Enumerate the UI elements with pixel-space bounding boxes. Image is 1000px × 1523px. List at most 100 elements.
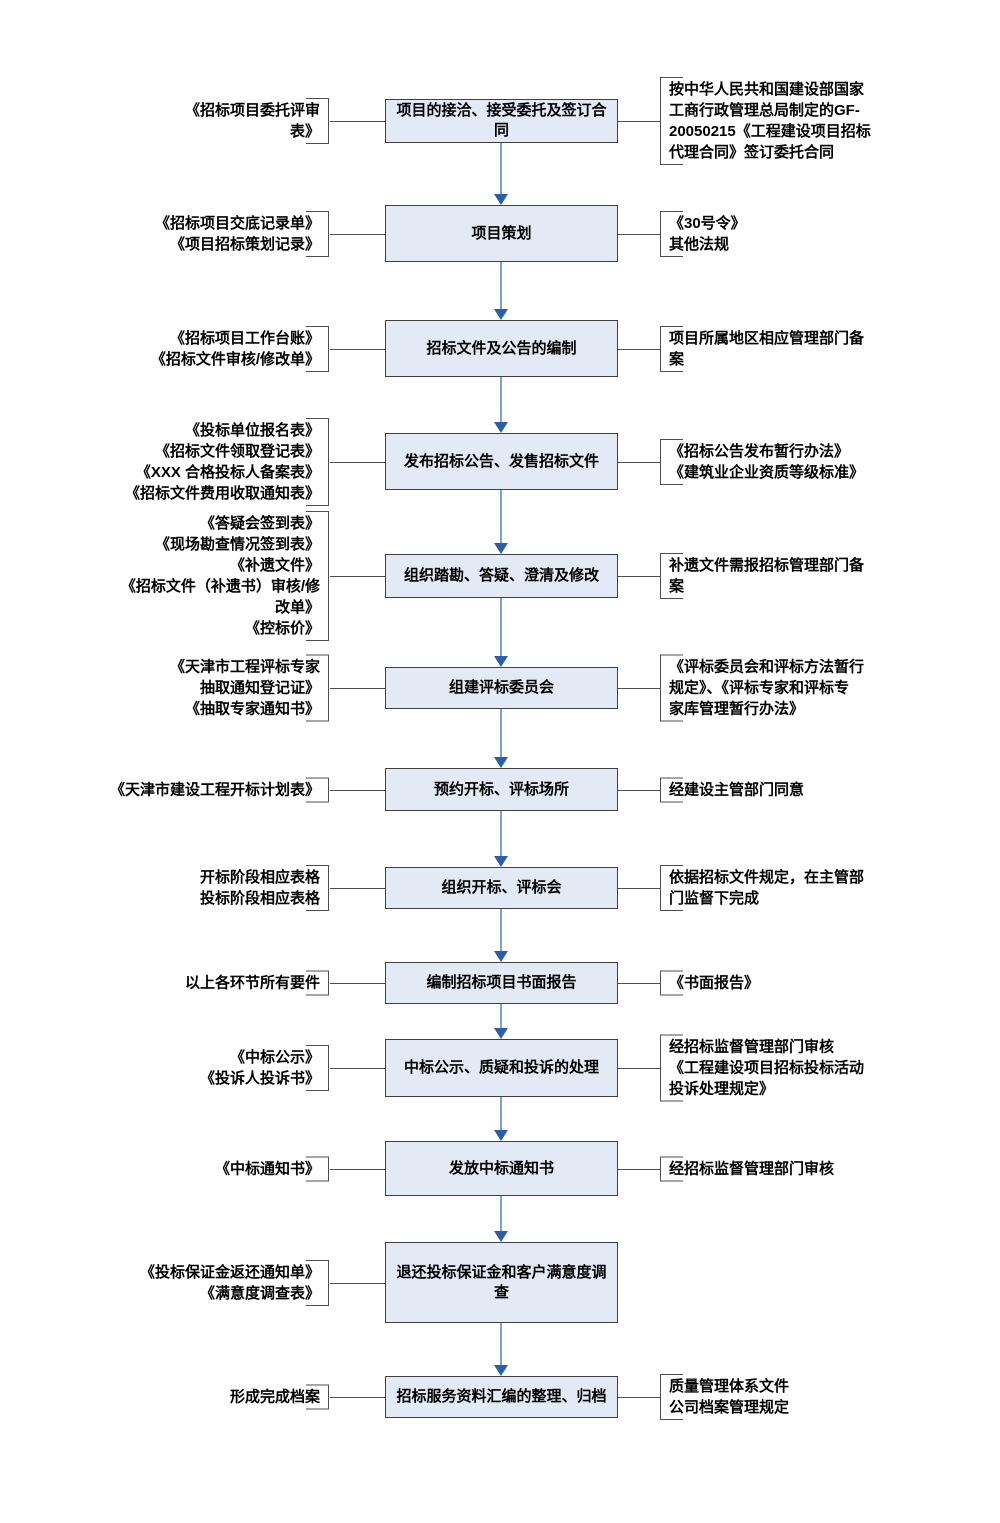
right-label-line: 补遗文件需报招标管理部门备 xyxy=(669,557,865,574)
left-label-line: 《天津市建设工程开标计划表》 xyxy=(109,781,320,798)
flow-row-1: 《招标项目委托评审表》 项目的接洽、接受委托及签订合同 按中华人民共和国建设部国… xyxy=(0,77,1000,165)
left-label-line: 《投诉人投诉书》 xyxy=(199,1070,320,1087)
left-label-line: 《补遗文件》 xyxy=(229,557,320,574)
process-box: 编制招标项目书面报告 xyxy=(385,962,618,1004)
left-label-line: 《招标项目委托评审 xyxy=(184,102,320,119)
right-connector-line xyxy=(618,348,660,350)
right-label-line: 经招标监督管理部门审核 xyxy=(669,1038,835,1056)
left-label-line: 《XXX 合格投标人备案表》 xyxy=(135,463,320,481)
arrow-head-icon xyxy=(494,543,508,554)
process-box: 组织踏勘、答疑、澄清及修改 xyxy=(385,554,618,598)
arrow-line xyxy=(500,262,502,311)
arrow-head-icon xyxy=(494,856,508,867)
arrow-line xyxy=(500,377,502,424)
right-note-label: 经招标监督管理部门审核《工程建设项目招标投标活动投诉处理规定》 xyxy=(660,1034,864,1102)
process-box: 组织开标、评标会 xyxy=(385,867,618,909)
left-documents-label: 《招标项目委托评审表》 xyxy=(185,98,329,144)
process-box-line: 项目策划 xyxy=(471,224,532,242)
right-label-line: 公司档案管理规定 xyxy=(669,1399,790,1416)
flow-arrow-down xyxy=(493,1196,509,1242)
right-note-label: 补遗文件需报招标管理部门备案 xyxy=(660,553,864,599)
flow-row-8: 开标阶段相应表格投标阶段相应表格 组织开标、评标会 依据招标文件规定，在主管部门… xyxy=(0,865,1000,911)
right-label-line: 案 xyxy=(669,578,685,595)
arrow-line xyxy=(500,709,502,759)
right-connector-line xyxy=(618,983,660,984)
left-documents-label: 形成完成档案 xyxy=(230,1384,329,1410)
left-connector-line xyxy=(330,1068,385,1069)
left-connector-line xyxy=(330,348,385,350)
left-label-line: 《现场勘查情况签到表》 xyxy=(154,536,320,553)
left-label-line: 《招标项目交底记录单》 xyxy=(154,214,320,232)
right-label-line: 《建筑业企业资质等级标准》 xyxy=(669,463,865,481)
process-box-line: 组建评标委员会 xyxy=(448,679,554,696)
left-label-line: 《招标文件（补遗书）审核/修 xyxy=(120,578,320,595)
right-label-line: 《30号令》 xyxy=(669,214,746,232)
left-label-line: 改单》 xyxy=(274,599,320,616)
arrow-line xyxy=(500,1323,502,1367)
process-box-line: 查 xyxy=(493,1283,509,1301)
right-note-label: 经建设主管部门同意 xyxy=(660,777,804,802)
process-box: 项目策划 xyxy=(385,205,618,262)
process-box-line: 退还投标保证金和客户满意度调 xyxy=(396,1263,607,1281)
left-label-line: 开标阶段相应表格 xyxy=(199,869,320,886)
flow-arrow-down xyxy=(493,490,509,554)
right-label-line: 门监督下完成 xyxy=(669,890,760,907)
right-label-line: 代理合同》签订委托合同 xyxy=(669,144,835,161)
flow-row-5: 《答疑会签到表》《现场勘查情况签到表》《补遗文件》《招标文件（补遗书）审核/修改… xyxy=(0,511,1000,641)
flow-arrow-down xyxy=(493,598,509,667)
left-label-line: 《招标文件领取登记表》 xyxy=(154,442,320,460)
flow-arrow-down xyxy=(493,1097,509,1141)
process-box-line: 中标公示、质疑和投诉的处理 xyxy=(403,1059,599,1076)
right-label-line: 工商行政管理总局制定的GF- xyxy=(669,102,860,119)
left-connector-line xyxy=(330,233,385,235)
arrow-head-icon xyxy=(494,194,508,205)
left-connector-line xyxy=(330,1397,385,1398)
left-label-line: 《答疑会签到表》 xyxy=(199,515,320,532)
left-connector-line xyxy=(330,983,385,984)
left-connector-line xyxy=(330,121,385,122)
left-label-line: 《项目招标策划记录》 xyxy=(169,235,320,253)
right-label-line: 经建设主管部门同意 xyxy=(669,781,805,798)
arrow-head-icon xyxy=(494,309,508,320)
right-connector-line xyxy=(618,233,660,235)
right-label-line: 经招标监督管理部门审核 xyxy=(669,1160,835,1177)
process-box: 发布招标公告、发售招标文件 xyxy=(385,433,618,490)
right-note-label: 《招标公告发布暂行办法》《建筑业企业资质等级标准》 xyxy=(660,438,865,485)
process-box-line: 项目的接洽、接受委托及签订合 xyxy=(396,102,607,119)
right-label-line: 规定》、《评标专家和评标专 xyxy=(669,679,850,697)
left-documents-label: 《投标保证金返还通知单》《满意度调查表》 xyxy=(139,1259,329,1306)
right-connector-line xyxy=(618,121,660,122)
arrow-line xyxy=(500,811,502,858)
process-box: 中标公示、质疑和投诉的处理 xyxy=(385,1039,618,1097)
right-label-line: 《招标公告发布暂行办法》 xyxy=(669,442,850,460)
right-label-line: 案 xyxy=(669,350,685,368)
flow-arrow-down xyxy=(493,1004,509,1039)
process-box-line: 招标文件及公告的编制 xyxy=(426,339,577,357)
arrow-head-icon xyxy=(494,1028,508,1039)
left-documents-label: 开标阶段相应表格投标阶段相应表格 xyxy=(200,865,329,911)
process-box-line: 组织开标、评标会 xyxy=(441,879,562,896)
left-label-line: 《投标保证金返还通知单》 xyxy=(139,1263,320,1281)
left-label-line: 投标阶段相应表格 xyxy=(199,890,320,907)
process-box-line: 招标服务资料汇编的整理、归档 xyxy=(396,1388,607,1405)
process-box: 项目的接洽、接受委托及签订合同 xyxy=(385,99,618,143)
right-label-line: 项目所属地区相应管理部门备 xyxy=(669,329,865,347)
right-note-label: 《30号令》其他法规 xyxy=(660,210,746,257)
process-box-line: 发放中标通知书 xyxy=(448,1159,554,1177)
right-note-label: 经招标监督管理部门审核 xyxy=(660,1156,834,1181)
left-connector-line xyxy=(330,461,385,463)
right-label-line: 《评标委员会和评标方法暂行 xyxy=(669,658,865,676)
right-connector-line xyxy=(618,789,660,791)
right-connector-line xyxy=(618,688,660,689)
process-box-line: 发布招标公告、发售招标文件 xyxy=(403,452,599,470)
process-box-line: 编制招标项目书面报告 xyxy=(426,974,577,991)
arrow-head-icon xyxy=(494,951,508,962)
right-label-line: 按中华人民共和国建设部国家 xyxy=(669,81,865,98)
right-note-label: 《书面报告》 xyxy=(660,970,759,996)
right-connector-line xyxy=(618,1168,660,1170)
arrow-head-icon xyxy=(494,1365,508,1376)
right-note-label: 按中华人民共和国建设部国家工商行政管理总局制定的GF-20050215《工程建设… xyxy=(660,77,871,165)
left-label-line: 《满意度调查表》 xyxy=(199,1284,320,1302)
flow-arrow-down xyxy=(493,811,509,867)
